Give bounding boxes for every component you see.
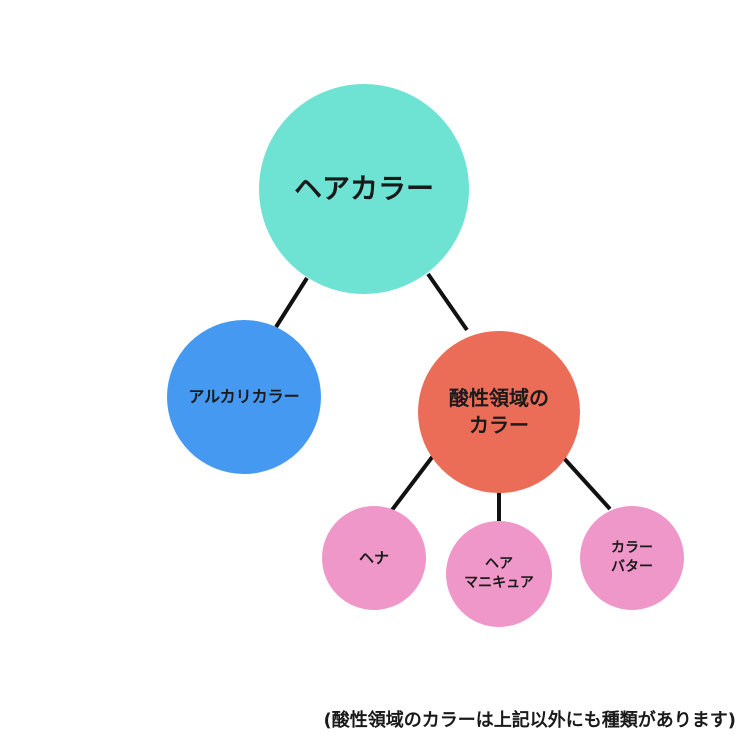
edge-acidic-henna xyxy=(390,450,438,512)
node-label-line-1: カラー xyxy=(611,540,653,557)
node-label: アルカリカラー xyxy=(188,387,300,407)
node-alkaline-color: アルカリカラー xyxy=(167,320,321,474)
node-label-line-2: バター xyxy=(611,559,653,575)
node-hair-color: ヘアカラー xyxy=(259,84,469,294)
node-label: ヘアカラー xyxy=(293,172,434,206)
node-label-line-1: ヘア xyxy=(485,556,513,573)
node-hair-manicure: ヘア マニキュア xyxy=(446,521,552,627)
node-henna: ヘナ xyxy=(322,506,426,610)
node-label-line-2: マニキュア xyxy=(464,575,534,591)
edge-acidic-butter xyxy=(559,453,612,511)
edge-root-acidic xyxy=(426,272,469,332)
footnote: (酸性領域のカラーは上記以外にも種類があります) xyxy=(323,710,736,731)
edge-root-alkaline xyxy=(274,276,309,329)
node-color-butter: カラー バター xyxy=(580,506,684,610)
node-label-line-1: 酸性領域の xyxy=(449,386,549,410)
node-acidic-color: 酸性領域の カラー xyxy=(418,331,580,493)
node-label-line-2: カラー xyxy=(469,413,529,437)
node-label: ヘナ xyxy=(358,548,389,567)
